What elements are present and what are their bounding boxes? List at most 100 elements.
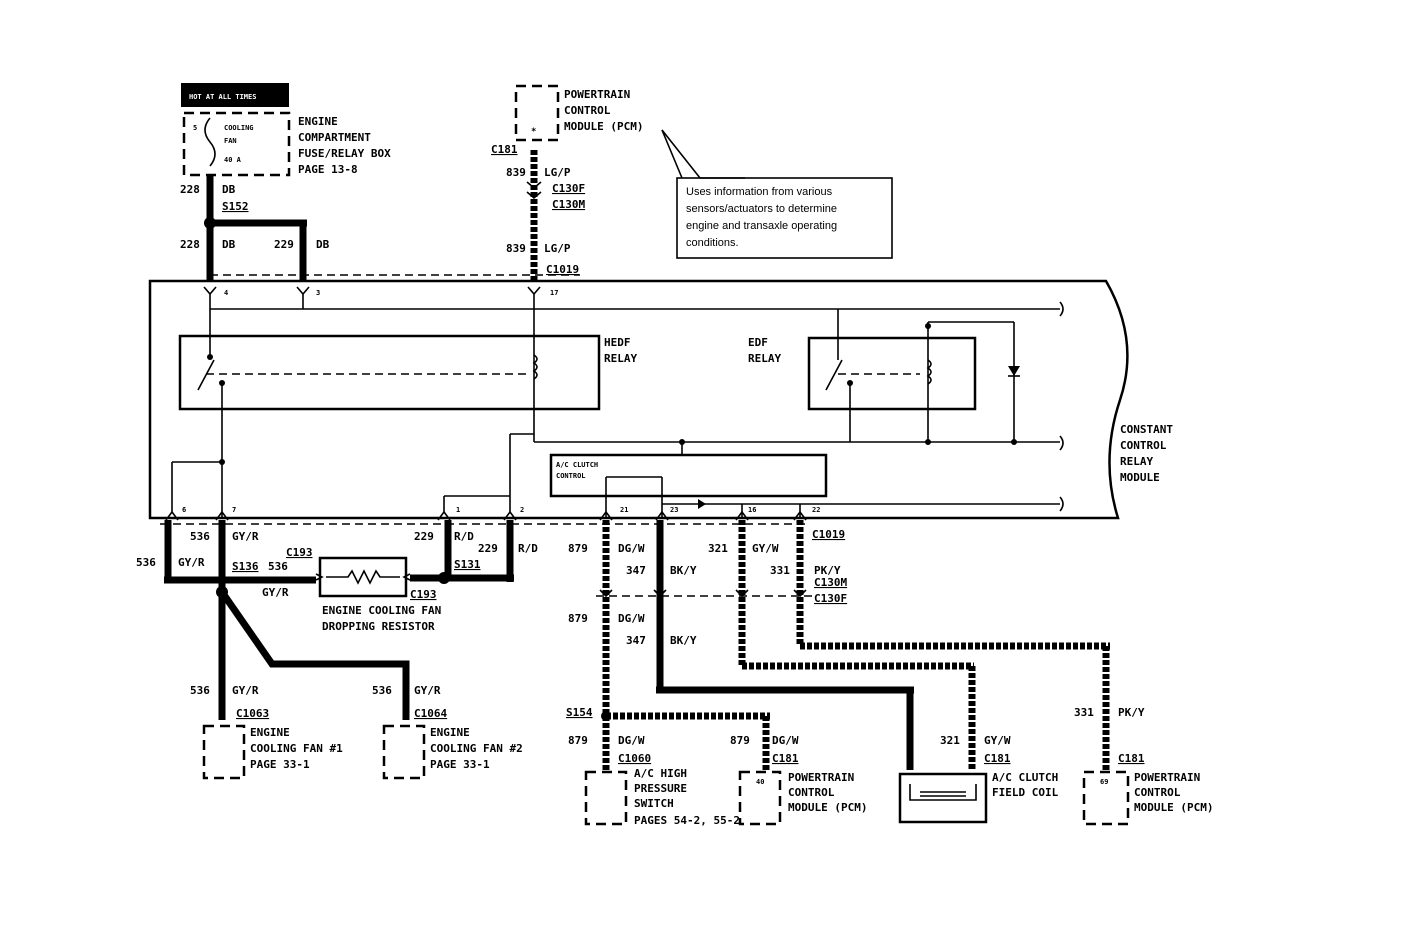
pcm-title-3: MODULE (PCM) [564, 120, 643, 133]
coil-icon [909, 784, 977, 801]
edf-coil-icon [926, 359, 932, 385]
ac-clutch-control-label-1: A/C CLUTCH [556, 461, 598, 469]
fuse-label-1: COOLING [224, 124, 254, 132]
wire-color: DB [316, 238, 330, 251]
wire-color: GY/R [414, 684, 441, 697]
connector-c1019-bottom: C1019 [812, 528, 845, 541]
hedf-relay-label-2: RELAY [604, 352, 637, 365]
splice-label: S154 [566, 706, 593, 719]
pin-label: 4 [224, 289, 228, 297]
wire-number: 228 [180, 183, 200, 196]
wire-number: 536 [372, 684, 392, 697]
wire-color: R/D [454, 530, 474, 543]
pcm-label-3: MODULE (PCM) [788, 801, 867, 814]
fuse-box-title-4: PAGE 13-8 [298, 163, 358, 176]
wire-number: 229 [478, 542, 498, 555]
wire-number: 536 [136, 556, 156, 569]
wire-number: 839 [506, 242, 526, 255]
fan-circuit: 536 GY/R 536 GY/R S136 536 GY/R C193 536… [136, 520, 441, 720]
clutch-label-2: FIELD COIL [992, 786, 1059, 799]
resistor-label-1: ENGINE COOLING FAN [322, 604, 441, 617]
wire-228: 228 DB S152 228 DB 229 DB [180, 175, 330, 280]
pcm-label-2: CONTROL [1134, 786, 1181, 799]
pcm-note-line: engine and transaxle operating [686, 220, 837, 232]
wire-color: BK/Y [670, 634, 697, 647]
hedf-switch-icon [197, 359, 215, 391]
wire-229: 229 R/D 229 R/D S131 [410, 520, 538, 584]
wire-color: DB [222, 238, 236, 251]
pin-label: 21 [620, 506, 628, 514]
pcm-pin: 40 [756, 778, 764, 786]
pin-label: 23 [670, 506, 678, 514]
pcm-label-1: POWERTRAIN [1134, 771, 1200, 784]
module-title-3: RELAY [1120, 455, 1153, 468]
switch-label-3: SWITCH [634, 797, 674, 810]
connector-c130f: C130F [814, 592, 847, 605]
pin-label: 7 [232, 506, 236, 514]
connector-c130f: C130F [552, 182, 585, 195]
engine-cooling-fan-1: C1063 ENGINE COOLING FAN #1 PAGE 33-1 [202, 707, 343, 780]
wire-number: 839 [506, 166, 526, 179]
ac-clutch-control-label-2: CONTROL [556, 472, 586, 480]
wire-color: LG/P [544, 166, 571, 179]
fuse-box-title-1: ENGINE [298, 115, 338, 128]
resistor-icon [326, 569, 400, 585]
wire-color: BK/Y [670, 564, 697, 577]
edf-switch-icon [825, 359, 843, 391]
module-title-1: CONSTANT [1120, 423, 1173, 436]
wire-number: 879 [568, 542, 588, 555]
wire-number: 228 [180, 238, 200, 251]
wire-color: R/D [518, 542, 538, 555]
fan2-label-2: COOLING FAN #2 [430, 742, 523, 755]
fuse-icon [204, 117, 216, 167]
pcm-label-1: POWERTRAIN [788, 771, 854, 784]
hedf-coil-icon [532, 354, 538, 380]
wire-number: 879 [568, 734, 588, 747]
fan1-label-2: COOLING FAN #1 [250, 742, 343, 755]
pin-label: 17 [550, 289, 558, 297]
wire-number: 536 [190, 530, 210, 543]
module-title-2: CONTROL [1120, 439, 1167, 452]
splice-label: S131 [454, 558, 481, 571]
wire-839: 839 LG/P C130F C130M 839 LG/P C1019 [506, 150, 585, 280]
wire-color: GY/R [178, 556, 205, 569]
pcm-bottom-b: C181 69 POWERTRAIN CONTROL MODULE (PCM) [1082, 752, 1213, 826]
wire-color: DG/W [618, 734, 645, 747]
fuse-box-title-3: FUSE/RELAY BOX [298, 147, 391, 160]
dropping-resistor: ENGINE COOLING FAN DROPPING RESISTOR C19… [315, 556, 441, 633]
fuse-box-header: HOT AT ALL TIMES [189, 93, 256, 101]
fuse-box: HOT AT ALL TIMES 5 COOLING FAN 40 A ENGI… [181, 83, 391, 177]
wire-color: GY/R [262, 586, 289, 599]
wire-number: 536 [190, 684, 210, 697]
pcm-bottom-a: C181 40 POWERTRAIN CONTROL MODULE (PCM) [738, 752, 867, 826]
wire-color: GY/R [232, 530, 259, 543]
resistor-label-2: DROPPING RESISTOR [322, 620, 435, 633]
wire-color: GY/W [752, 542, 779, 555]
connector-c181: C181 [772, 752, 799, 765]
pin-label: 2 [520, 506, 524, 514]
switch-label-2: PRESSURE [634, 782, 687, 795]
diode-icon [1008, 366, 1020, 376]
fan1-label-1: ENGINE [250, 726, 290, 739]
wire-number: 229 [274, 238, 294, 251]
connector-c1019: C1019 [546, 263, 579, 276]
fuse-amp: 40 A [224, 156, 242, 164]
pcm-pin: 69 [1100, 778, 1108, 786]
pin-label: 6 [182, 506, 186, 514]
module-title-4: MODULE [1120, 471, 1160, 484]
fuse-label-2: FAN [224, 137, 237, 145]
wire-color: DG/W [618, 542, 645, 555]
splice-s154 [601, 711, 611, 721]
pcm-title-1: POWERTRAIN [564, 88, 630, 101]
pcm-top: * POWERTRAIN CONTROL MODULE (PCM) C181 U… [491, 84, 893, 259]
fan1-label-3: PAGE 33-1 [250, 758, 310, 771]
pcm-note-line: sensors/actuators to determine [686, 203, 837, 215]
switch-label-1: A/C HIGH [634, 767, 687, 780]
pin-label: 1 [456, 506, 460, 514]
edf-relay-label-1: EDF [748, 336, 768, 349]
wire-number: 321 [708, 542, 728, 555]
wire-color: DG/W [618, 612, 645, 625]
connector-c130m: C130M [552, 198, 585, 211]
hedf-relay-label-1: HEDF [604, 336, 631, 349]
